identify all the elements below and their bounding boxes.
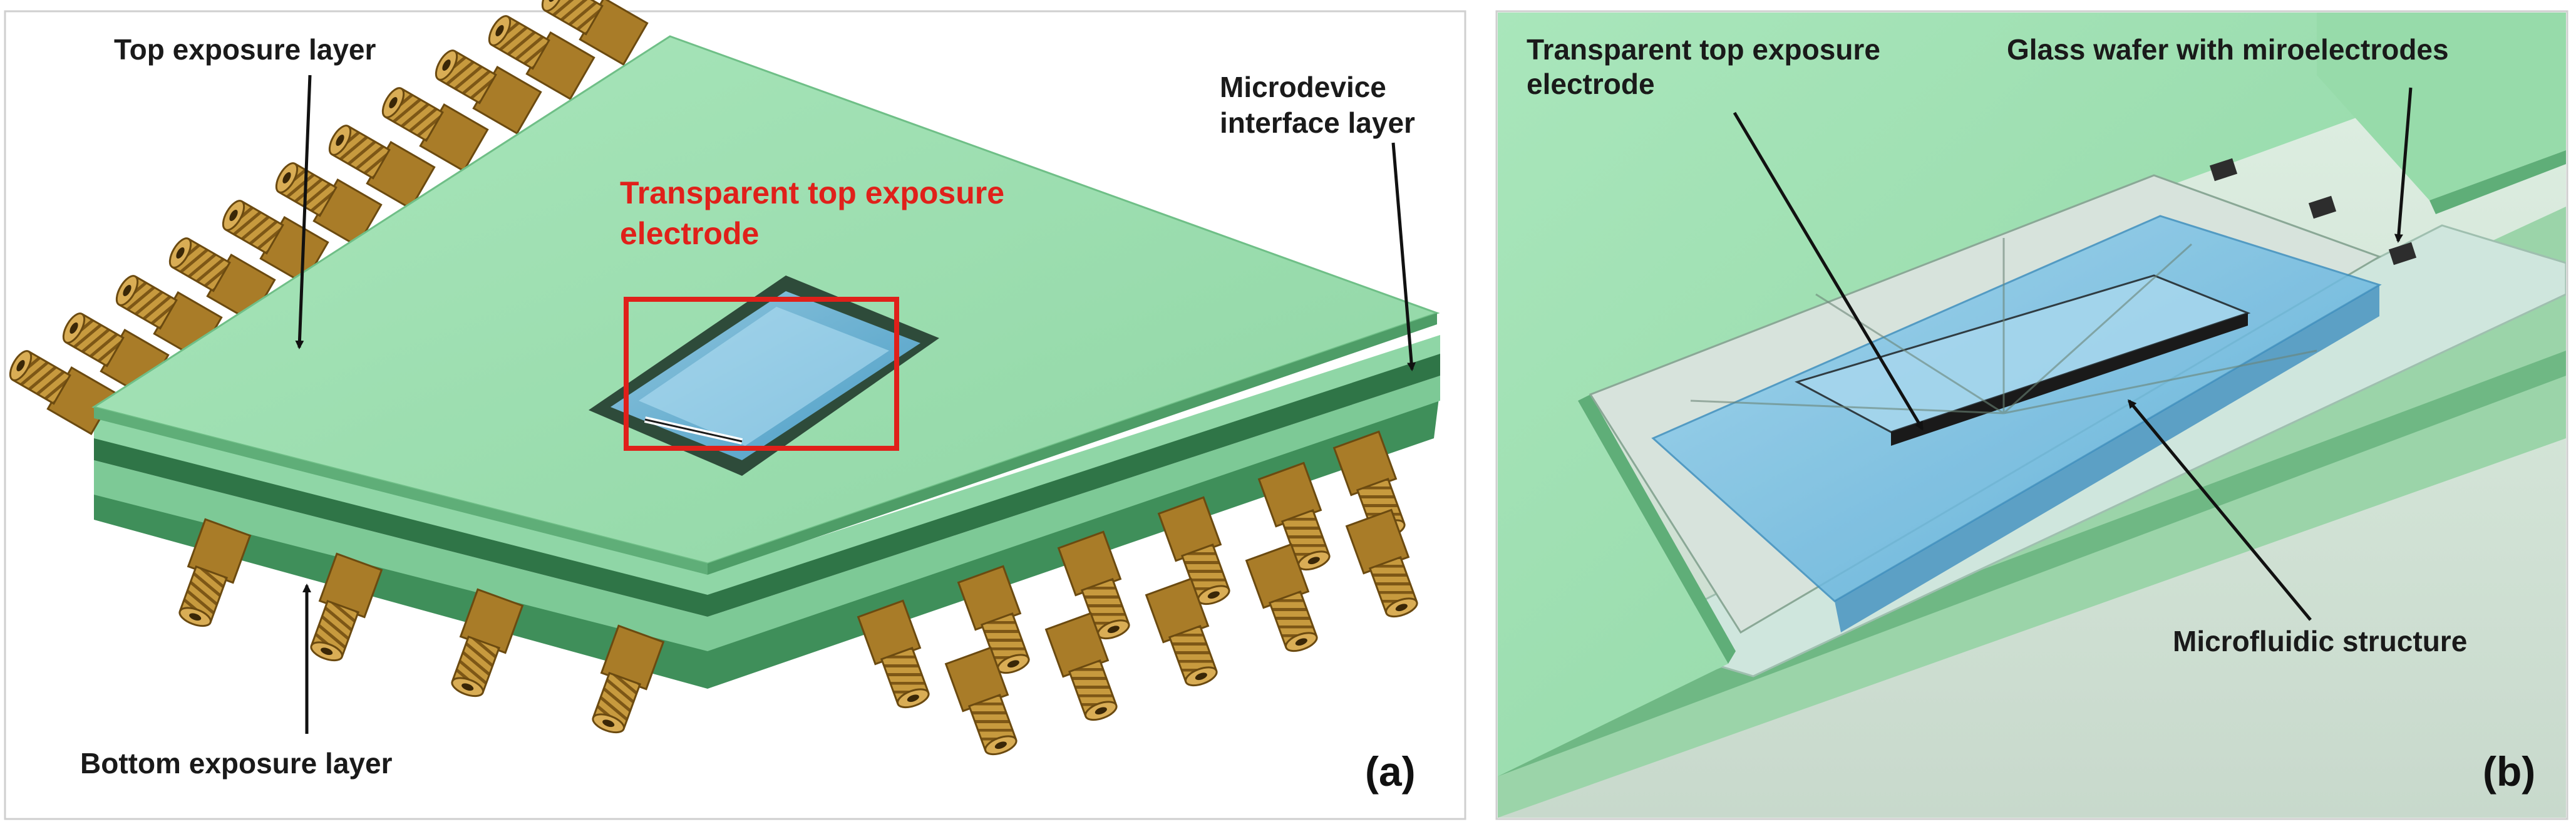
electrode-label-line2: electrode xyxy=(620,216,759,251)
b-electrode-label-line2: electrode xyxy=(1527,68,1655,100)
front-right-connector xyxy=(1044,612,1118,721)
microelectrode-3 xyxy=(2388,242,2417,265)
front-right-connector xyxy=(857,599,930,709)
microdevice-label-line2: interface layer xyxy=(1220,106,1415,139)
central-window xyxy=(589,275,939,476)
b-electrode-arrow xyxy=(1733,111,1924,431)
top-plate-left xyxy=(1498,13,2404,776)
panel-a: Top exposure layer Microdevice interface… xyxy=(4,0,1466,820)
front-right-connector xyxy=(1145,577,1218,687)
back-connectors xyxy=(9,0,649,435)
front-right-connector xyxy=(1345,508,1418,618)
microfluidic-arrow xyxy=(2128,399,2312,621)
panel-b-letter: (b) xyxy=(2483,748,2535,795)
front-left-connector xyxy=(451,588,524,698)
electrode-highlight-box xyxy=(624,297,899,451)
microelectrode-1 xyxy=(2209,158,2238,182)
top-layer-right-edge xyxy=(708,313,1437,575)
front-left-connector xyxy=(310,552,383,662)
back-connector xyxy=(62,312,170,398)
front-right-connector xyxy=(1257,461,1331,571)
top-plate-right xyxy=(2317,13,2566,200)
panel-b: Transparent top exposure electrode Glass… xyxy=(1495,10,2568,820)
bottom-exposure-label: Bottom exposure layer xyxy=(80,747,393,780)
back-connector xyxy=(328,125,436,210)
back-connector xyxy=(381,87,489,172)
glass-wafer-arrow xyxy=(2394,87,2413,243)
top-exposure-arrow xyxy=(295,75,312,349)
radial-traces xyxy=(1690,238,2317,414)
front-left-connector xyxy=(592,624,665,734)
top-layer-front-edge xyxy=(94,407,708,575)
front-right-connector xyxy=(944,646,1018,756)
microdevice-arrow xyxy=(1391,142,1416,371)
glass-wafer-label: Glass wafer with miroelectrodes xyxy=(2007,33,2449,66)
front-right-connector xyxy=(1245,543,1318,652)
b-electrode-label-line1: Transparent top exposure xyxy=(1527,33,1880,66)
front-right-connector xyxy=(1057,530,1130,640)
front-left-connector xyxy=(178,518,252,627)
microelectrode-2 xyxy=(2308,195,2337,219)
microdevice-label-line1: Microdevice xyxy=(1220,71,1386,103)
back-connector xyxy=(9,350,116,435)
back-connector xyxy=(541,0,649,66)
electrode-label-line1: Transparent top exposure xyxy=(620,175,1004,210)
back-connector xyxy=(275,162,383,247)
bottom-pcb-stack xyxy=(94,335,1440,689)
panel-a-letter: (a) xyxy=(1365,748,1416,795)
top-exposure-label: Top exposure layer xyxy=(114,33,376,66)
front-right-connector xyxy=(957,565,1030,674)
front-right-connectors xyxy=(857,430,1418,756)
back-connector xyxy=(435,49,542,135)
back-connector xyxy=(488,15,595,100)
front-left-connectors xyxy=(178,518,665,734)
microfluidic-label: Microfluidic structure xyxy=(2173,625,2467,657)
